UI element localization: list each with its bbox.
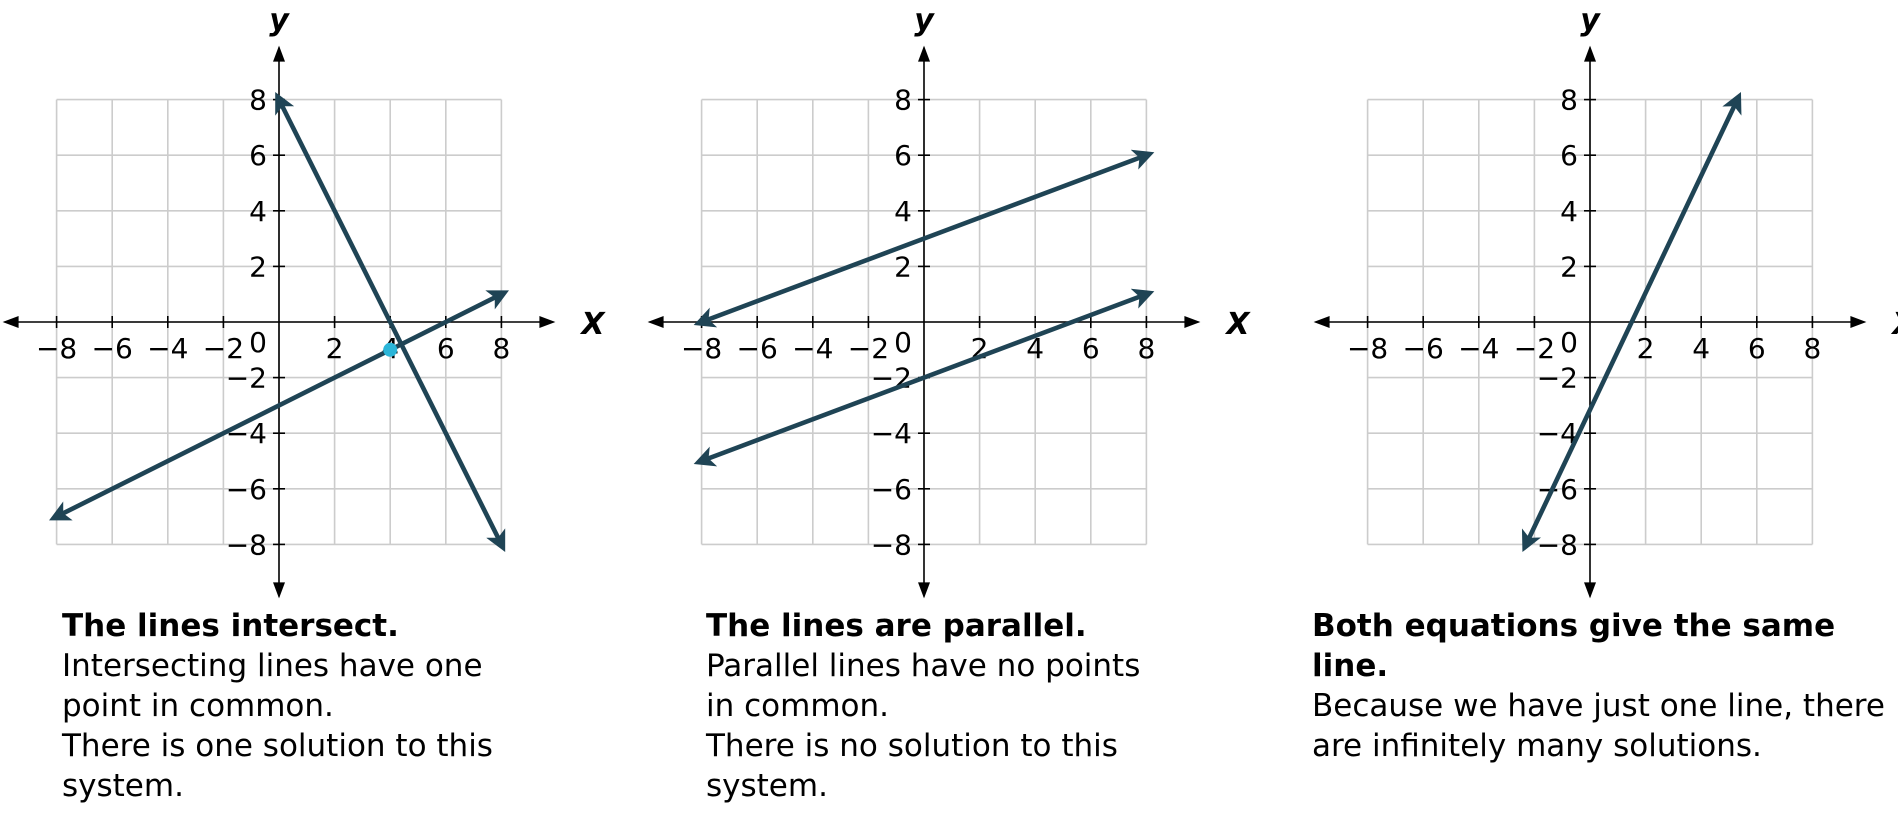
x-axis-label: X <box>1890 307 1898 342</box>
caption-text: system. <box>62 768 184 804</box>
caption-title: The lines are parallel. <box>706 608 1087 644</box>
caption-text: There is no solution to this <box>706 728 1118 764</box>
y-tick-label: 8 <box>894 84 912 117</box>
origin-label: 0 <box>894 326 912 359</box>
y-axis-arrow-up <box>1584 45 1596 62</box>
y-tick-label: −2 <box>1537 362 1578 395</box>
y-tick-label: 6 <box>1560 139 1578 172</box>
x-tick-label: 8 <box>1803 332 1821 365</box>
caption-text: Because we have just one line, there <box>1312 688 1885 724</box>
caption-intersecting: The lines intersect. Intersecting lines … <box>62 606 682 806</box>
caption-text: in common. <box>706 688 889 724</box>
caption-text: Parallel lines have no points <box>706 648 1141 684</box>
caption-text: Intersecting lines have one <box>62 648 483 684</box>
y-axis-arrow-down <box>273 582 285 599</box>
x-tick-label: −4 <box>147 332 188 365</box>
x-axis-arrow-right <box>1850 316 1867 328</box>
y-tick-label: 2 <box>1560 250 1578 283</box>
x-tick-label: −2 <box>203 332 244 365</box>
x-axis-arrow-right <box>539 316 556 328</box>
y-tick-label: 8 <box>1560 84 1578 117</box>
y-axis-arrow-up <box>918 45 930 62</box>
x-axis-arrow-left <box>1313 316 1330 328</box>
y-axis-arrow-up <box>273 45 285 62</box>
origin-label: 0 <box>249 326 267 359</box>
x-tick-label: 6 <box>437 332 455 365</box>
x-tick-label: −2 <box>1514 332 1555 365</box>
caption-text: are infinitely many solutions. <box>1312 728 1762 764</box>
x-axis-arrow-left <box>2 316 19 328</box>
y-tick-label: 8 <box>249 84 267 117</box>
x-tick-label: −2 <box>848 332 889 365</box>
y-tick-label: −8 <box>226 528 267 561</box>
y-axis-label: y <box>914 3 935 38</box>
x-tick-label: 8 <box>1137 332 1155 365</box>
x-tick-label: 8 <box>492 332 510 365</box>
x-axis-label: X <box>1224 307 1251 342</box>
y-tick-label: 4 <box>894 195 912 228</box>
x-tick-label: 2 <box>1637 332 1655 365</box>
y-tick-label: 2 <box>249 250 267 283</box>
y-tick-label: −8 <box>871 528 912 561</box>
caption-text: point in common. <box>62 688 334 724</box>
x-axis-arrow-left <box>647 316 664 328</box>
y-tick-label: −4 <box>871 417 912 450</box>
x-tick-label: −8 <box>36 332 77 365</box>
x-axis-arrow-right <box>1184 316 1201 328</box>
x-tick-label: −6 <box>737 332 778 365</box>
y-tick-label: −2 <box>226 362 267 395</box>
y-tick-label: −8 <box>1537 528 1578 561</box>
caption-same-line: Both equations give the same line. Becau… <box>1312 606 1892 766</box>
y-axis-label: y <box>1580 3 1601 38</box>
y-tick-label: 6 <box>894 139 912 172</box>
y-tick-label: 6 <box>249 139 267 172</box>
series-line <box>275 92 506 552</box>
x-tick-label: −6 <box>1403 332 1444 365</box>
x-tick-label: −4 <box>792 332 833 365</box>
y-tick-label: 4 <box>1560 195 1578 228</box>
x-axis-label: X <box>579 307 606 342</box>
caption-text: system. <box>706 768 828 804</box>
y-tick-label: 4 <box>249 195 267 228</box>
y-axis-label: y <box>269 3 290 38</box>
x-tick-label: −4 <box>1458 332 1499 365</box>
x-tick-label: 2 <box>326 332 344 365</box>
x-tick-label: 6 <box>1748 332 1766 365</box>
y-axis-arrow-down <box>918 582 930 599</box>
origin-label: 0 <box>1560 326 1578 359</box>
x-tick-label: 4 <box>1692 332 1710 365</box>
series-line <box>1521 91 1742 553</box>
caption-parallel: The lines are parallel. Parallel lines h… <box>706 606 1326 806</box>
x-tick-label: −8 <box>681 332 722 365</box>
x-tick-label: 6 <box>1082 332 1100 365</box>
caption-title: The lines intersect. <box>62 608 399 644</box>
y-tick-label: 2 <box>894 250 912 283</box>
y-tick-label: −6 <box>871 473 912 506</box>
caption-title: Both equations give the same line. <box>1312 608 1836 684</box>
x-tick-label: −6 <box>92 332 133 365</box>
x-tick-label: −8 <box>1347 332 1388 365</box>
y-axis-arrow-down <box>1584 582 1596 599</box>
series-line <box>693 288 1155 467</box>
intersection-point <box>383 342 398 357</box>
y-tick-label: −6 <box>226 473 267 506</box>
caption-text: There is one solution to this <box>62 728 493 764</box>
